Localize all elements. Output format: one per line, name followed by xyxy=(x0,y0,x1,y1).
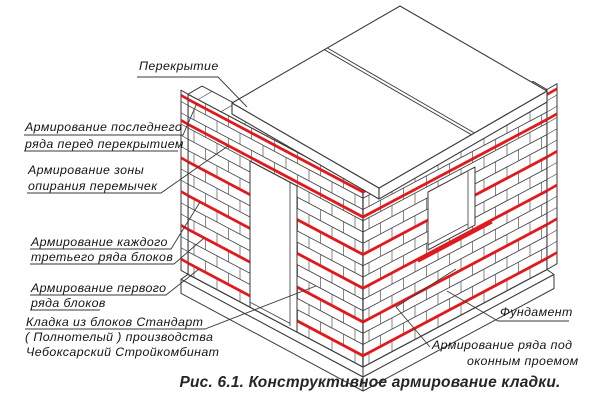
foundation xyxy=(180,268,555,392)
label-perekrytie: Перекрытие xyxy=(139,59,219,73)
label-kazhdogo-line1: Армирование каждого xyxy=(31,235,168,249)
label-kazhdogo-line2: третьего ряда блоков xyxy=(31,250,174,264)
window-opening xyxy=(417,166,493,263)
label-poslednego-line1: Армирование последнего xyxy=(25,120,183,134)
label-zony-line2: опирания перемычек xyxy=(28,179,158,193)
label-poslednego-line2: ряда перед перекрытием xyxy=(25,137,184,151)
label-pervogo-line1: Армирование первого xyxy=(31,281,167,295)
label-okonnym-line2: оконным проемом xyxy=(467,354,579,368)
label-pervogo-line2: ряда блоков xyxy=(31,296,106,310)
label-zony-line1: Армирование зоны xyxy=(28,163,145,177)
wall-end-faces xyxy=(180,83,558,275)
label-okonnym-line1: Армирование ряда под xyxy=(432,338,573,352)
figure-caption: Рис. 6.1. Конструктивное армирование кла… xyxy=(179,374,561,391)
label-fundament: Фундамент xyxy=(500,305,573,319)
leader-lines xyxy=(24,76,569,348)
label-kladka-line1: Кладка из блоков Стандарт xyxy=(26,315,204,329)
label-kladka-line3: Чебоксарский Стройкомбинат xyxy=(26,345,220,359)
roof-slabs xyxy=(231,5,548,200)
label-kladka-line2: ( Полнотелый ) производства xyxy=(25,330,214,344)
door-opening xyxy=(249,160,298,333)
